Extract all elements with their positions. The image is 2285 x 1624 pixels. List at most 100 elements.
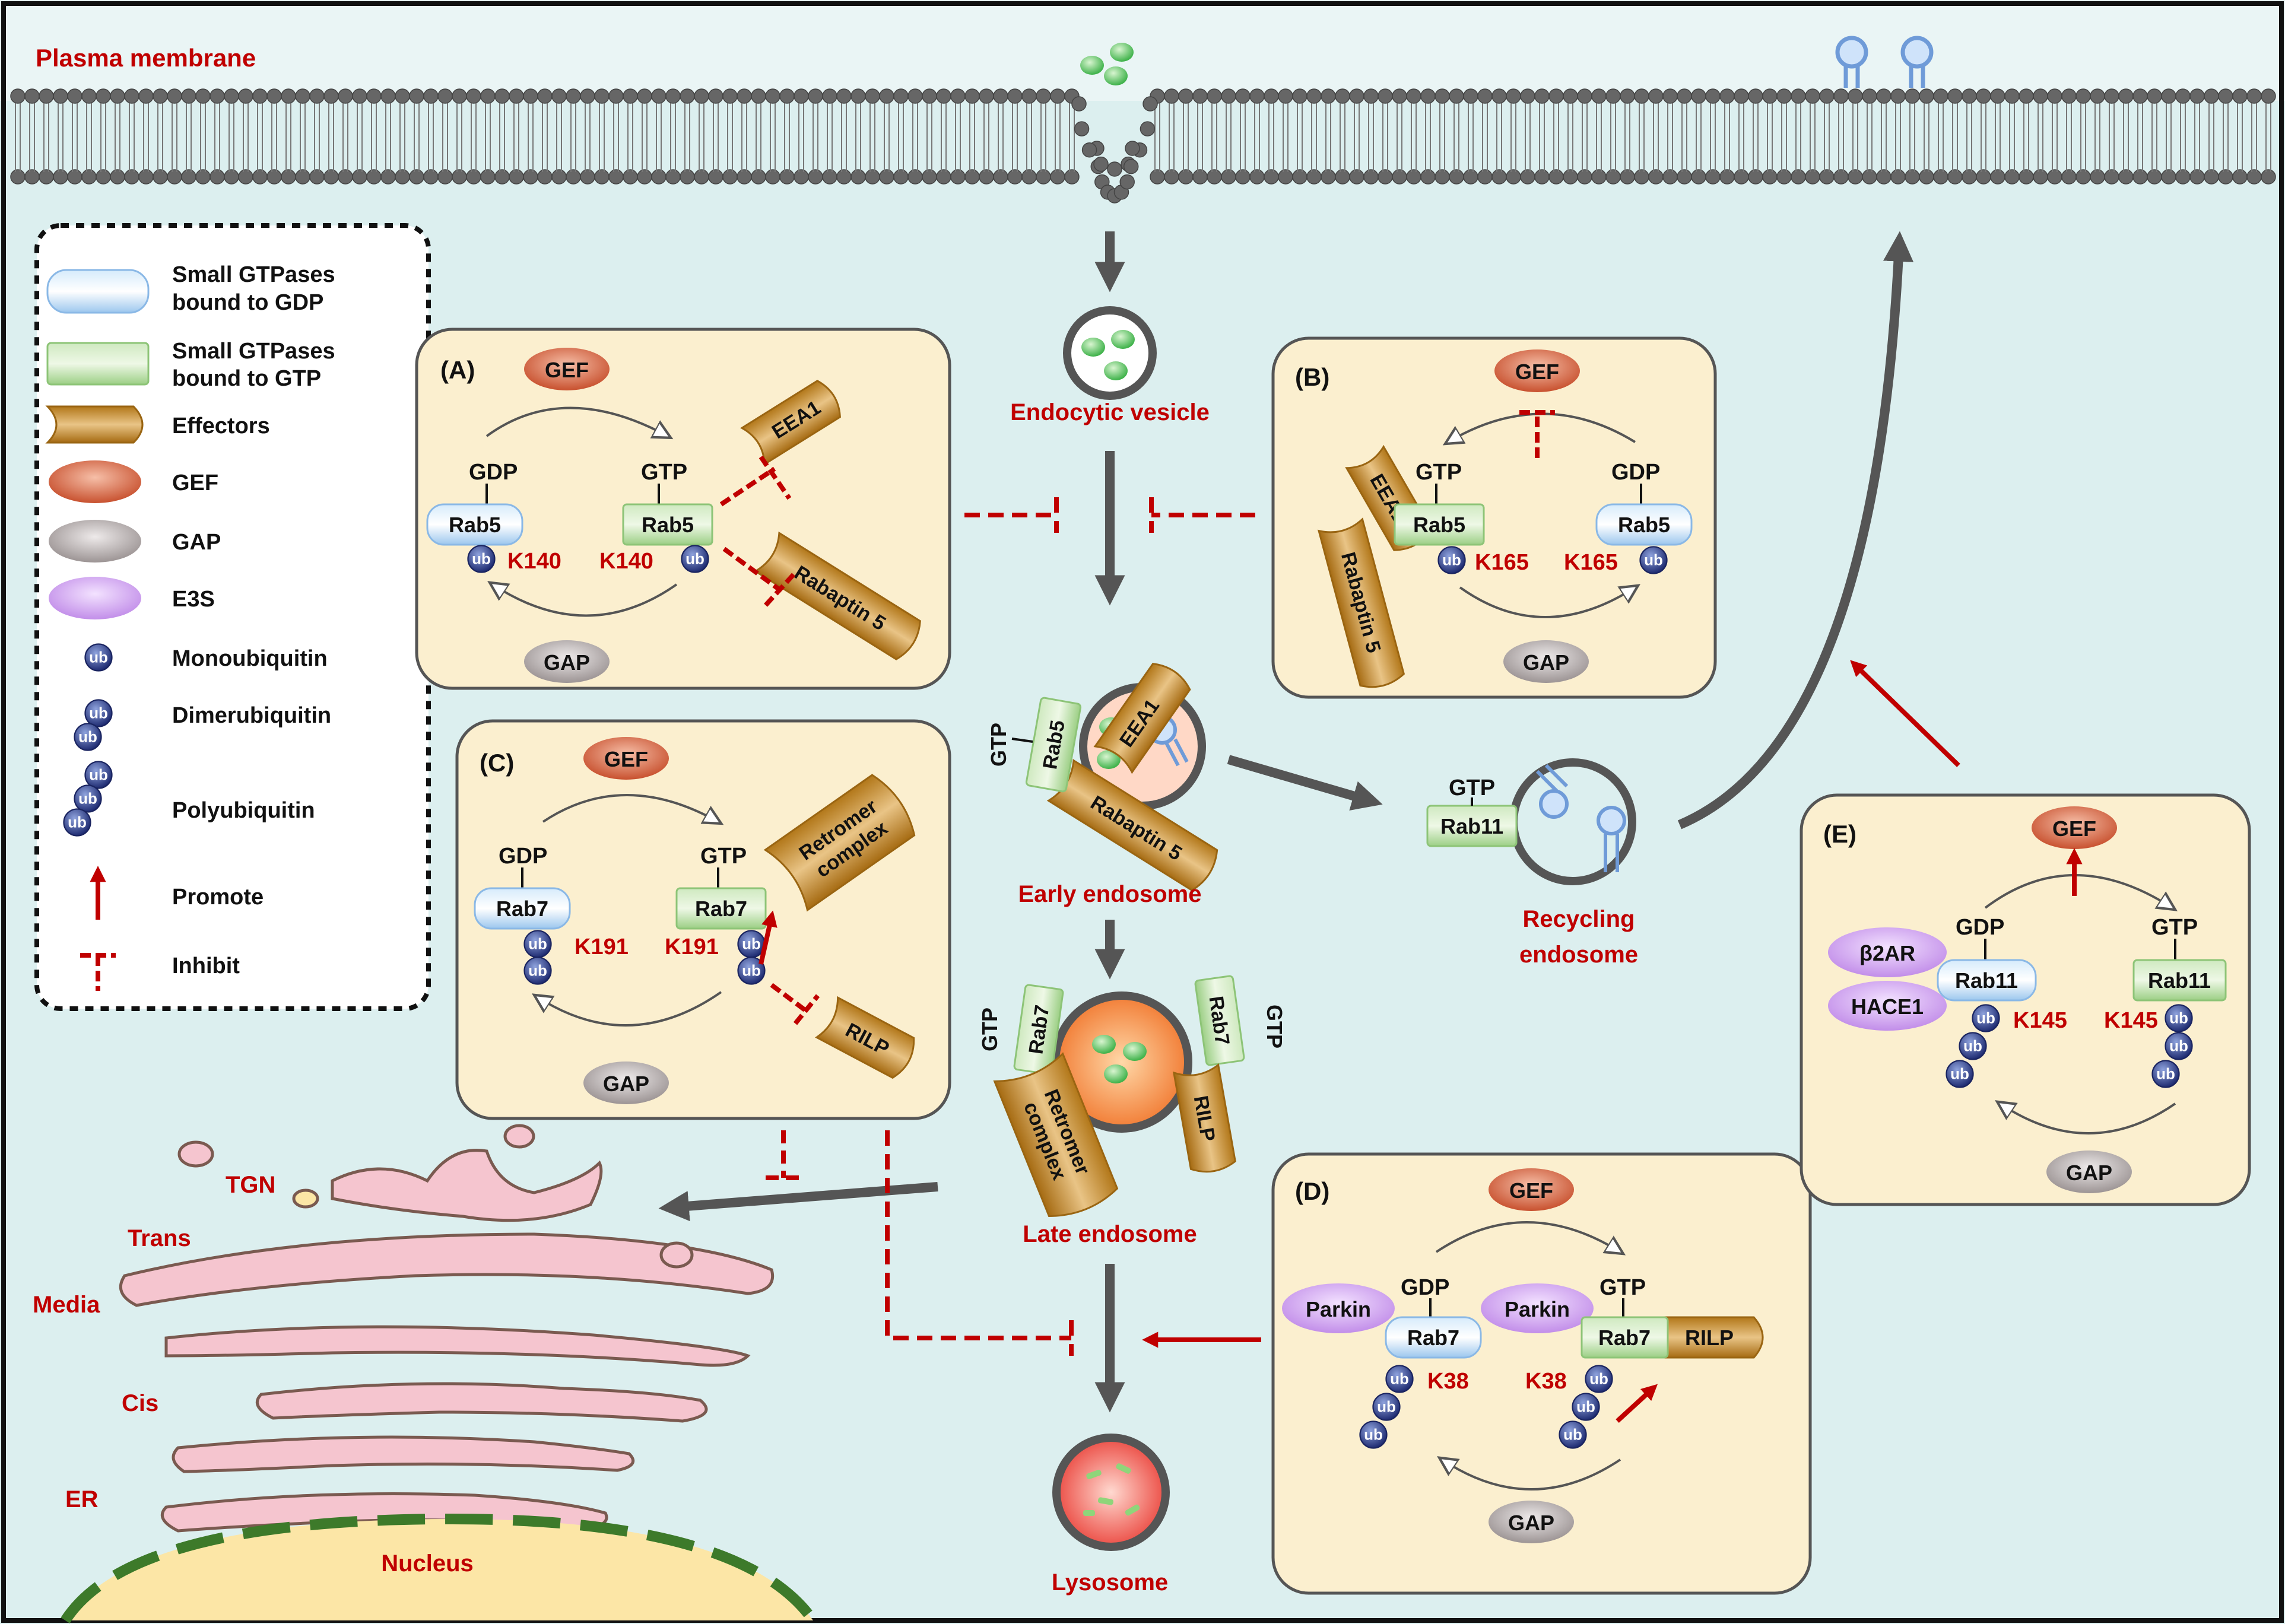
panel-c-inhibit-rilp — [770, 983, 820, 1025]
panel-e-site-gtp: K145 — [2104, 1008, 2158, 1033]
panel-d-ub-gtp-2 — [1572, 1393, 1600, 1421]
legend-e3s-label: E3S — [172, 587, 215, 612]
panel-d-gap — [1489, 1501, 1574, 1543]
panel-b-ub-gdp — [1639, 546, 1668, 574]
nucleus-label: Nucleus — [381, 1550, 474, 1577]
panel-c-gap-label: GAP — [603, 1072, 649, 1096]
lysosome — [1052, 1434, 1170, 1551]
legend-gtp-swatch — [46, 342, 150, 386]
legend: Small GTPases bound to GDP Small GTPases… — [34, 223, 431, 1011]
panel-c-letter: (C) — [480, 749, 514, 777]
panel-e-rab-gtp — [2132, 959, 2227, 1002]
panel-e-gdp-label: GDP — [1956, 915, 2004, 940]
panel-c-gtp-label: GTP — [700, 844, 747, 869]
panel-c-rab-gtp-label: Rab7 — [695, 897, 747, 921]
panel-a-rab-gdp — [426, 503, 523, 546]
panel-d: (D) GEF Parkin GDP Rab7 K38 Parkin GTP R… — [1271, 1152, 1812, 1595]
panel-b-gtp-label: GTP — [1416, 460, 1462, 485]
panel-c-effector-rilp: RILP — [815, 996, 915, 1079]
panel-c: (C) GEF GDP Rab7 K191 GTP Rab7 K191 Retr… — [455, 719, 951, 1120]
panel-c-activation-arrow — [542, 794, 718, 822]
panel-c-ub-gdp-2 — [523, 956, 552, 985]
panel-a-gef-label: GEF — [545, 358, 589, 382]
panel-a-ub-gtp — [681, 545, 709, 573]
panel-d-ub-gdp-1 — [1385, 1365, 1414, 1393]
panel-a-rab-gtp-label: Rab5 — [642, 513, 694, 537]
inhibit-c-to-golgi — [766, 1130, 801, 1180]
promote-e-to-recycling — [1850, 660, 1960, 767]
panel-c-promote-retromer — [759, 910, 777, 965]
late-endosome-gtp-right-label: GTP — [1262, 1005, 1287, 1048]
legend-monoubiquitin-label: Monoubiquitin — [172, 646, 328, 671]
panel-e-gef — [2032, 806, 2117, 849]
panel-c-rab-gdp — [474, 887, 571, 930]
panel-e: (E) GEF β2AR HACE1 GDP Rab11 K145 GTP Ra… — [1800, 793, 2251, 1206]
endocytic-vesicle-label: Endocytic vesicle — [1010, 399, 1210, 425]
trafficking-arrows — [658, 231, 1914, 1413]
panel-c-rab-gdp-label: Rab7 — [496, 897, 548, 921]
legend-effectors-label: Effectors — [172, 414, 270, 438]
legend-gdp-label-2: bound to GDP — [172, 290, 323, 315]
panel-c-site-gdp: K191 — [575, 935, 629, 959]
panel-d-promote-rilp — [1616, 1384, 1658, 1423]
panel-e-hace1-label: HACE1 — [1851, 994, 1924, 1019]
recycling-endosome-rab-label: Rab11 — [1440, 814, 1503, 838]
panel-d-rab-gdp — [1385, 1316, 1482, 1359]
legend-gef-label: GEF — [172, 471, 218, 495]
legend-gtp-label-1: Small GTPases — [172, 339, 335, 364]
legend-gap-swatch — [49, 520, 141, 562]
panel-d-parkin-gdp-label: Parkin — [1306, 1297, 1371, 1321]
panel-d-ub-gtp-1 — [1585, 1365, 1613, 1393]
legend-polyubiquitin-icon-3 — [63, 808, 91, 837]
panel-d-parkin-gtp-label: Parkin — [1505, 1297, 1570, 1321]
legend-polyubiquitin-label: Polyubiquitin — [172, 798, 315, 823]
legend-polyubiquitin-icon-2 — [74, 784, 102, 813]
endocytic-vesicle — [1063, 306, 1157, 400]
tgn-label: TGN — [226, 1172, 275, 1198]
panel-b-rab-gdp-label: Rab5 — [1618, 513, 1670, 537]
recycling-endosome-label-2: endosome — [1519, 942, 1638, 968]
panel-b-site-gdp: K165 — [1564, 550, 1618, 575]
panel-a-letter: (A) — [440, 356, 475, 384]
panel-d-letter: (D) — [1295, 1177, 1329, 1205]
panel-e-ub-gdp-3 — [1946, 1060, 1974, 1088]
legend-dimerubiquitin-label: Dimerubiquitin — [172, 703, 331, 728]
panel-a: (A) GEF GDP Rab5 K140 GTP Rab5 K140 GAP … — [415, 328, 951, 690]
media-label: Media — [33, 1292, 100, 1318]
legend-gap-label: GAP — [172, 530, 221, 555]
panel-e-gap-label: GAP — [2066, 1161, 2112, 1185]
panel-e-rab-gdp — [1937, 959, 2037, 1002]
panel-a-gap — [524, 640, 610, 683]
inhibit-a-to-pathway — [964, 497, 1059, 533]
er-label: ER — [65, 1486, 99, 1512]
golgi-apparatus — [119, 1124, 774, 1533]
panel-d-ub-gdp-3 — [1359, 1420, 1388, 1449]
legend-monoubiquitin-icon — [84, 643, 113, 672]
trans-label: Trans — [128, 1225, 191, 1251]
panel-e-b2ar-label: β2AR — [1859, 941, 1915, 965]
early-endosome-gtp-label: GTP — [986, 723, 1011, 767]
panel-b-ub-gtp — [1437, 546, 1466, 574]
panel-d-rab-gtp-label: Rab7 — [1598, 1326, 1651, 1350]
panel-b-gef — [1494, 349, 1580, 392]
panel-c-gap — [583, 1062, 669, 1104]
legend-inhibit-label: Inhibit — [172, 954, 240, 978]
panel-d-parkin-gdp — [1282, 1283, 1395, 1333]
panel-d-gap-label: GAP — [1508, 1511, 1554, 1535]
panel-d-site-gdp: K38 — [1427, 1369, 1469, 1394]
legend-dimerubiquitin-icon-2 — [74, 723, 102, 751]
panel-b-inhibit-gef — [1519, 410, 1555, 458]
panel-b-gef-label: GEF — [1515, 360, 1559, 384]
legend-gdp-label-1: Small GTPases — [172, 262, 335, 287]
recycling-endosome-gtp-label: GTP — [1449, 776, 1495, 800]
panel-e-ub-gtp-1 — [2165, 1004, 2193, 1032]
panel-b-gap-label: GAP — [1523, 650, 1569, 675]
panel-c-rab-gtp — [675, 887, 767, 930]
panel-d-site-gtp: K38 — [1525, 1369, 1567, 1394]
inhibit-b-to-pathway — [1149, 497, 1255, 533]
panel-d-gef — [1489, 1168, 1574, 1211]
legend-gtp-label-2: bound to GTP — [172, 366, 321, 391]
panel-c-ub-gtp-1 — [737, 930, 766, 958]
panel-d-activation-arrow — [1435, 1221, 1620, 1252]
